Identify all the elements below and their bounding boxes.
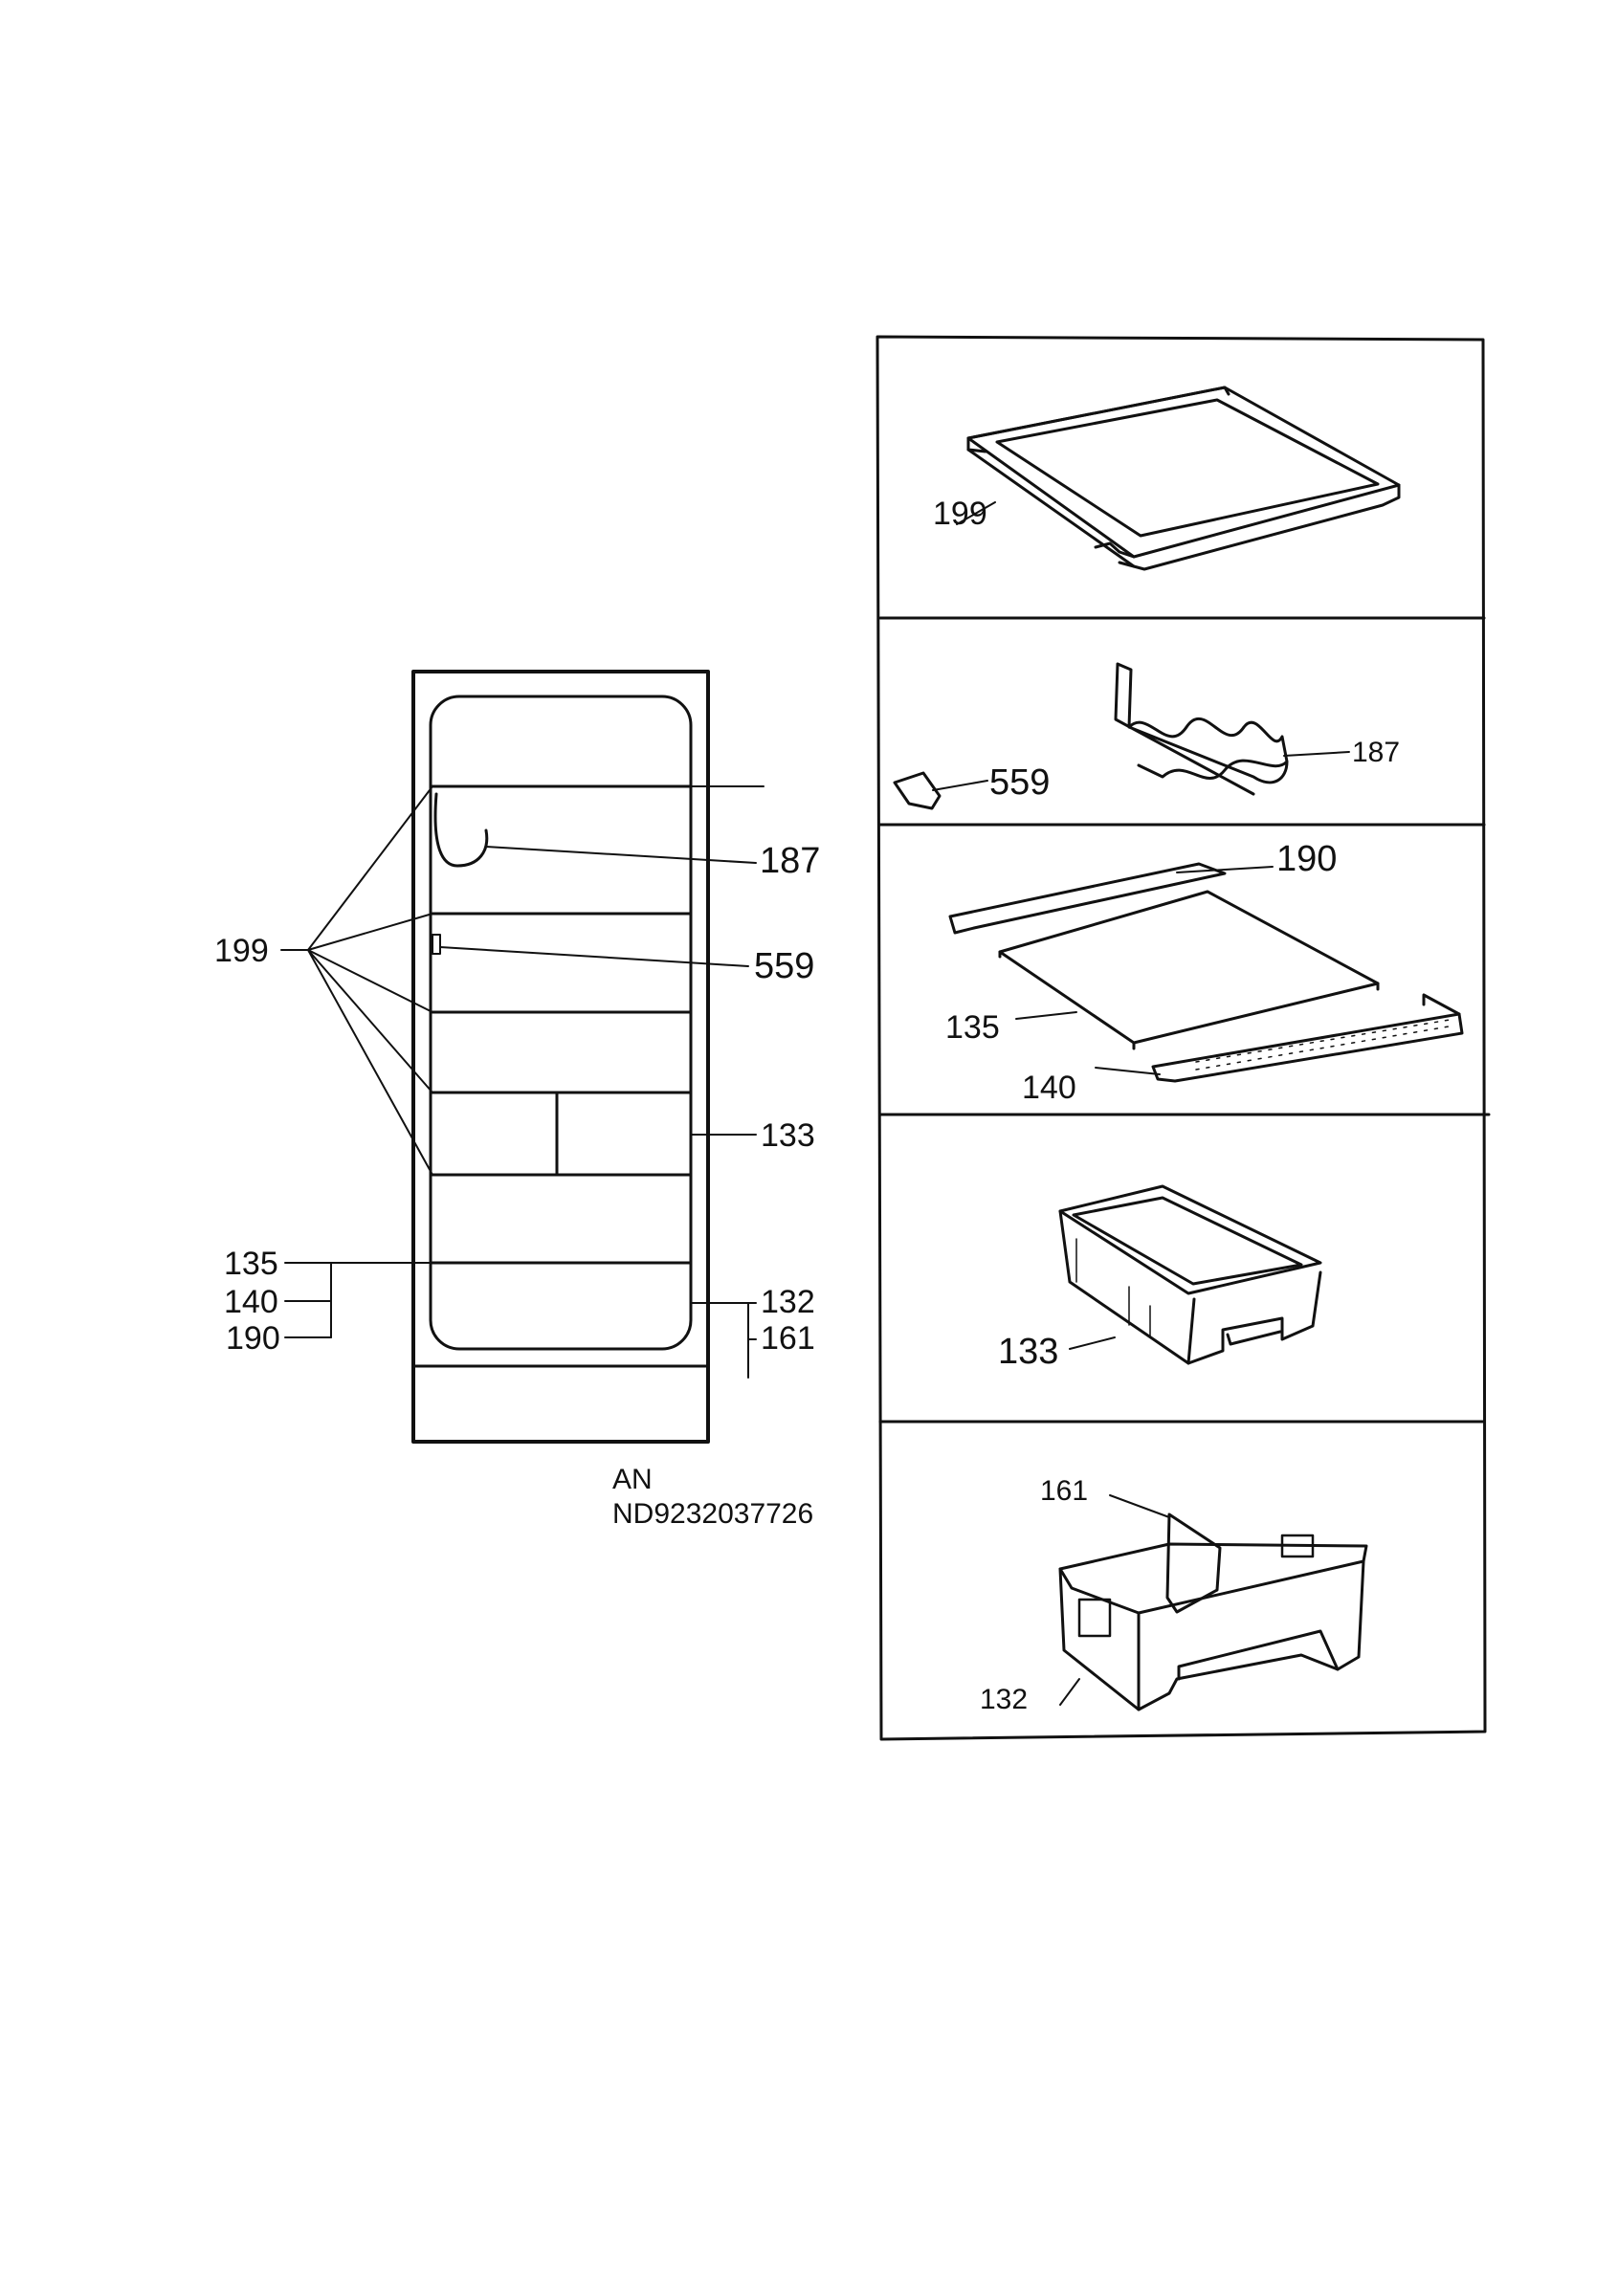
bottle-holder-part (1116, 664, 1287, 794)
clip-part (895, 773, 940, 808)
label-133-left: 133 (761, 1117, 815, 1154)
panel5-drawing (1060, 1495, 1366, 1710)
label-187-left: 187 (760, 841, 820, 881)
labels: 199 187 559 133 135 140 190 132 161 AN N… (214, 496, 1400, 1715)
label-559-left: 559 (754, 946, 814, 986)
label-161-left: 161 (761, 1320, 815, 1357)
panel4-drawing (1060, 1186, 1320, 1363)
cabinet-overview (413, 672, 764, 1442)
drawing-code-prefix: AN (612, 1464, 653, 1495)
panel3-drawing (950, 864, 1462, 1081)
crisper-132-rim (1060, 1544, 1366, 1613)
label-140-left: 140 (224, 1284, 278, 1320)
crisper-133-rim (1060, 1186, 1320, 1293)
label-199-panel1: 199 (933, 496, 987, 532)
panel1-shelf-drawing (957, 387, 1399, 569)
cabinet-inner (431, 696, 691, 1349)
panel2-drawing (895, 664, 1349, 808)
drawing-code: ND9232037726 (612, 1498, 813, 1530)
clip-mark (432, 935, 440, 954)
leader-lines-left (281, 786, 756, 1378)
label-190-left: 190 (226, 1320, 280, 1357)
label-559-panel2: 559 (989, 762, 1050, 803)
label-199-left: 199 (214, 933, 269, 969)
label-132-panel5: 132 (980, 1684, 1028, 1715)
glass-part (1000, 892, 1378, 1043)
label-135-left: 135 (224, 1246, 278, 1282)
divider-161-part (1167, 1514, 1220, 1612)
detail-frame (877, 337, 1489, 1739)
label-135-panel3: 135 (945, 1009, 1000, 1046)
bottle-holder-hook (435, 794, 487, 866)
detail-frame-border (877, 337, 1485, 1739)
label-132-left: 132 (761, 1284, 815, 1320)
front-trim-part (1153, 1014, 1462, 1081)
label-187-panel2: 187 (1352, 737, 1400, 768)
label-133-panel4: 133 (998, 1332, 1058, 1372)
label-190-panel3: 190 (1276, 839, 1337, 879)
label-161-panel5: 161 (1040, 1475, 1088, 1507)
cabinet-outer (413, 672, 708, 1442)
rear-trim-part (950, 864, 1225, 933)
front-trim-holes (1196, 1020, 1454, 1070)
label-140-panel3: 140 (1022, 1070, 1076, 1106)
